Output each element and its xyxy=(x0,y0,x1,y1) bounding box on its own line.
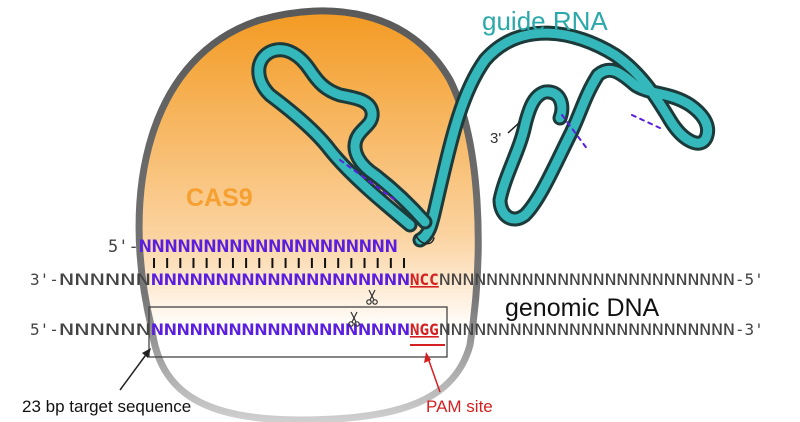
dna-top-flank-left: NNNNNN xyxy=(59,270,151,289)
guide-strand-row: 5'-NNNNNNNNNNNNNNNNNNNN xyxy=(108,237,398,257)
target-arrow xyxy=(119,348,151,391)
dna-top-target: NNNNNNNNNNNNNNNNNNNN xyxy=(151,270,410,289)
cas9-protein-shape xyxy=(135,7,482,422)
dna-bottom-prefix: 5'- xyxy=(30,320,59,339)
dna-bottom-flank-right: NNNNNNNNNNNNNNNNNNNNNNNNN xyxy=(439,320,735,339)
guide-strand-seq: NNNNNNNNNNNNNNNNNNNN xyxy=(139,237,398,257)
genomic-dna-label: genomic DNA xyxy=(505,294,660,322)
guide-rna-label: guide RNA xyxy=(482,6,608,36)
dna-top-prefix: 3'- xyxy=(30,270,59,289)
dna-bottom-pam: NGG xyxy=(410,320,439,339)
guide-strand-prefix: 5'- xyxy=(108,237,139,257)
guide-rna-ribbon xyxy=(251,25,715,248)
scissors-icon xyxy=(366,289,378,305)
dna-bottom-flank-left: NNNNNN xyxy=(59,320,151,339)
dna-bottom-strand: 5'-NNNNNNNNNNNNNNNNNNNNNNNNNNNGGNNNNNNNN… xyxy=(30,320,764,339)
base-pair-ticks xyxy=(153,258,405,268)
dna-top-pam: NCC xyxy=(410,270,439,289)
dna-top-strand: 3'-NNNNNNNNNNNNNNNNNNNNNNNNNNNCCNNNNNNNN… xyxy=(30,270,764,289)
pam-arrow xyxy=(424,352,441,393)
dna-bottom-target: NNNNNNNNNNNNNNNNNNNN xyxy=(151,320,410,339)
dna-top-flank-right: NNNNNNNNNNNNNNNNNNNNNNNNN xyxy=(439,270,735,289)
scissors-icon xyxy=(348,311,360,327)
rna-three-prime-tail xyxy=(507,121,521,134)
dna-bottom-suffix: -3' xyxy=(735,320,764,339)
target-sequence-label: 23 bp target sequence xyxy=(22,397,191,416)
rna-three-prime-label: 3' xyxy=(490,130,501,147)
dna-top-suffix: -5' xyxy=(735,270,764,289)
pam-site-label: PAM site xyxy=(426,397,493,416)
target-sequence-box xyxy=(148,306,448,358)
cas9-label: CAS9 xyxy=(186,184,253,212)
